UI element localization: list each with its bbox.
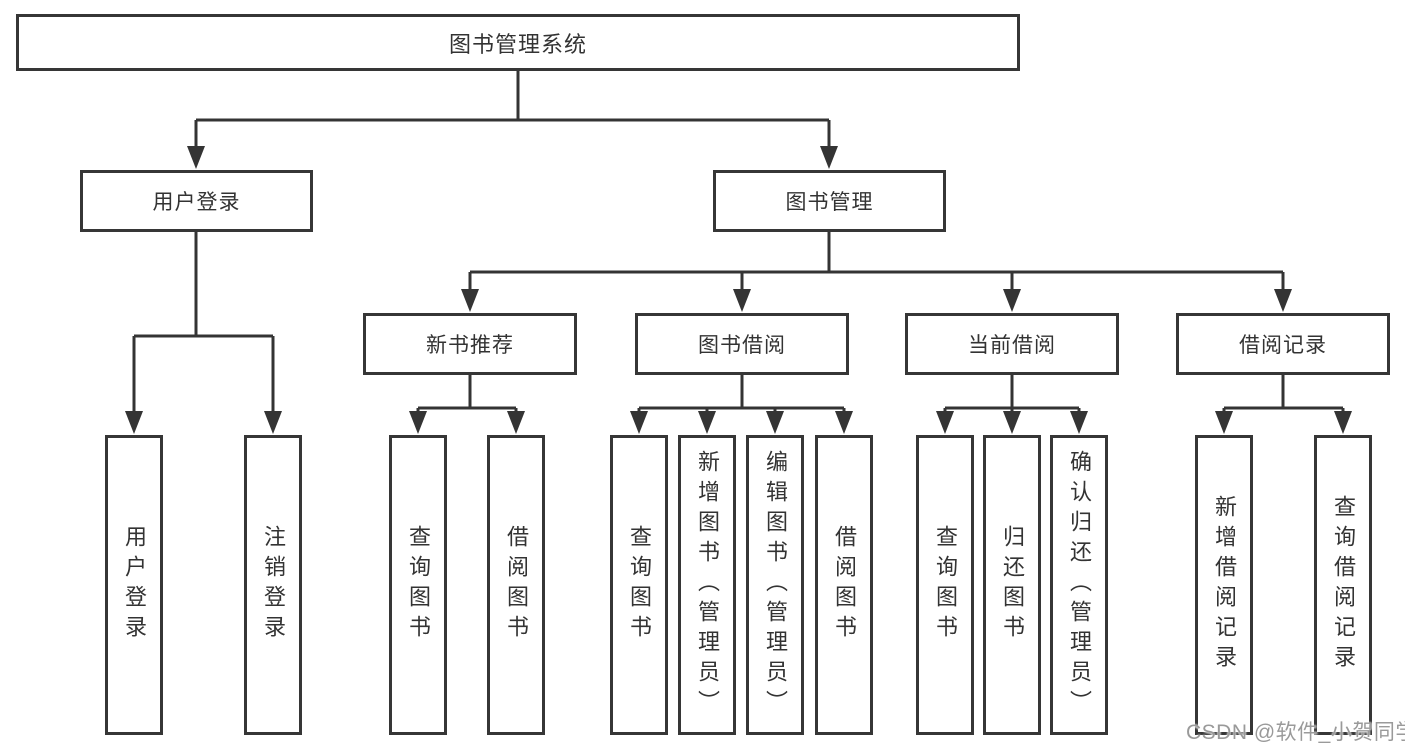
leaf-confirm-return-admin-label: 确认归还（管理员） (1067, 450, 1092, 720)
leaf-query-borrow-record: 查询借阅记录 (1314, 435, 1372, 735)
leaf-add-borrow-record-label: 新增借阅记录 (1212, 495, 1237, 675)
leaf-borrow-books-2: 借阅图书 (815, 435, 873, 735)
leaf-edit-books-admin: 编辑图书（管理员） (746, 435, 804, 735)
node-new-book-recommend: 新书推荐 (363, 313, 577, 375)
node-user-login-label: 用户登录 (152, 191, 241, 214)
leaf-query-books-2-label: 查询图书 (627, 525, 652, 645)
leaf-confirm-return-admin: 确认归还（管理员） (1050, 435, 1108, 735)
leaf-borrow-books-1: 借阅图书 (487, 435, 545, 735)
leaf-add-books-admin: 新增图书（管理员） (678, 435, 736, 735)
leaf-query-books-1: 查询图书 (389, 435, 447, 735)
node-user-login: 用户登录 (80, 170, 313, 232)
leaf-query-books-2: 查询图书 (610, 435, 668, 735)
node-borrowing-records-label: 借阅记录 (1239, 334, 1327, 357)
leaf-add-books-admin-label: 新增图书（管理员） (695, 450, 720, 720)
leaf-logout-login: 注销登录 (244, 435, 302, 735)
node-book-borrowing: 图书借阅 (635, 313, 849, 375)
leaf-borrow-books-2-label: 借阅图书 (832, 525, 857, 645)
leaf-borrow-books-1-label: 借阅图书 (504, 525, 529, 645)
leaf-logout-login-label: 注销登录 (261, 525, 286, 645)
node-root: 图书管理系统 (16, 14, 1020, 71)
leaf-query-books-3: 查询图书 (916, 435, 974, 735)
leaf-add-borrow-record: 新增借阅记录 (1195, 435, 1253, 735)
node-borrowing-records: 借阅记录 (1176, 313, 1390, 375)
node-book-borrowing-label: 图书借阅 (698, 334, 786, 357)
connector-lines (132, 71, 1345, 413)
node-new-book-recommend-label: 新书推荐 (426, 334, 514, 357)
leaf-query-books-1-label: 查询图书 (406, 525, 431, 645)
leaf-return-books: 归还图书 (983, 435, 1041, 735)
leaf-user-login: 用户登录 (105, 435, 163, 735)
leaf-user-login-label: 用户登录 (122, 525, 147, 645)
node-book-management-label: 图书管理 (785, 191, 874, 214)
node-root-label: 图书管理系统 (448, 31, 587, 57)
leaf-edit-books-admin-label: 编辑图书（管理员） (763, 450, 788, 720)
node-book-management: 图书管理 (713, 170, 946, 232)
leaf-query-borrow-record-label: 查询借阅记录 (1331, 495, 1356, 675)
csdn-watermark: CSDN @软件_小贺同学 (1186, 721, 1405, 744)
node-current-borrowing-label: 当前借阅 (968, 334, 1056, 357)
node-current-borrowing: 当前借阅 (905, 313, 1119, 375)
leaf-query-books-3-label: 查询图书 (933, 525, 958, 645)
leaf-return-books-label: 归还图书 (1000, 525, 1025, 645)
arrowhead-icons (125, 146, 1352, 434)
